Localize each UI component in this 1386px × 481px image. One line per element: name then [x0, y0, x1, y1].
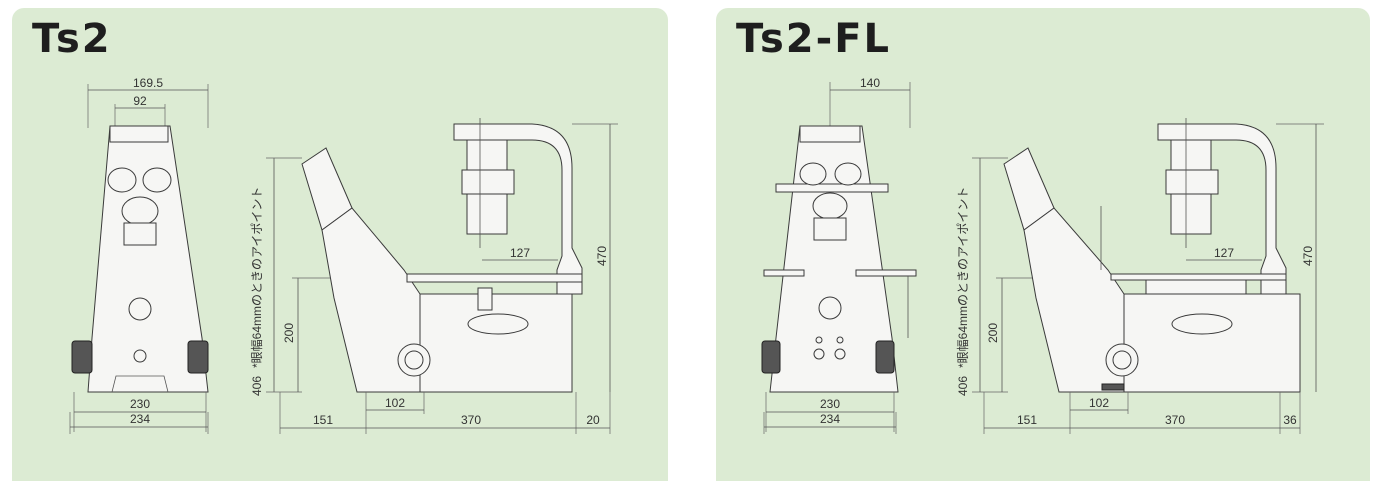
- dim-front-width-total: 234: [820, 412, 840, 426]
- dim-side-height-arm: 470: [595, 246, 609, 266]
- dim-side-height-note: *眼幅64mmのときのアイポイント: [249, 187, 264, 368]
- dim-front-width-eyepiece: 92: [133, 94, 147, 108]
- panel-ts2fl: Ts2-FL 140 230: [716, 8, 1370, 481]
- dim-side-height-total: 406: [250, 376, 264, 396]
- front-view: 169.5 92 230 234: [69, 76, 209, 434]
- dim-side-depth-front: 151: [1017, 413, 1037, 427]
- dim-side-cond-offset: 127: [510, 246, 530, 260]
- model-title: Ts2-FL: [736, 16, 892, 62]
- dim-front-width-top: 140: [860, 76, 880, 90]
- dim-front-width-total: 234: [130, 412, 150, 426]
- front-view: 140 230 234: [761, 76, 917, 434]
- dim-side-depth-focus: 102: [385, 396, 405, 410]
- dim-side-depth-rear: 20: [586, 413, 600, 427]
- dim-side-height-stage: 200: [986, 323, 1000, 343]
- side-view: 406 *眼幅64mmのときのアイポイント 200 127 470: [955, 118, 1324, 434]
- dim-side-depth-front: 151: [313, 413, 333, 427]
- dim-side-cond-offset: 127: [1214, 246, 1234, 260]
- dim-front-width-top: 169.5: [133, 76, 163, 90]
- ts2fl-drawing: 140 230 234: [761, 76, 1324, 434]
- dim-side-depth-body: 370: [461, 413, 481, 427]
- dim-side-depth-focus: 102: [1089, 396, 1109, 410]
- ts2-drawing: 169.5 92 230 234: [69, 76, 618, 434]
- dim-front-width-base: 230: [130, 397, 150, 411]
- dim-side-height-arm: 470: [1301, 246, 1315, 266]
- dim-side-height-total: 406: [956, 376, 970, 396]
- model-title: Ts2: [32, 16, 112, 62]
- dim-side-depth-body: 370: [1165, 413, 1185, 427]
- dim-side-depth-rear: 36: [1283, 413, 1297, 427]
- dim-front-width-base: 230: [820, 397, 840, 411]
- dim-side-height-stage: 200: [282, 323, 296, 343]
- dim-side-height-note: *眼幅64mmのときのアイポイント: [955, 187, 970, 368]
- side-view: 406 *眼幅64mmのときのアイポイント 200 127: [249, 118, 618, 434]
- panel-ts2: Ts2 169.5 92: [12, 8, 668, 481]
